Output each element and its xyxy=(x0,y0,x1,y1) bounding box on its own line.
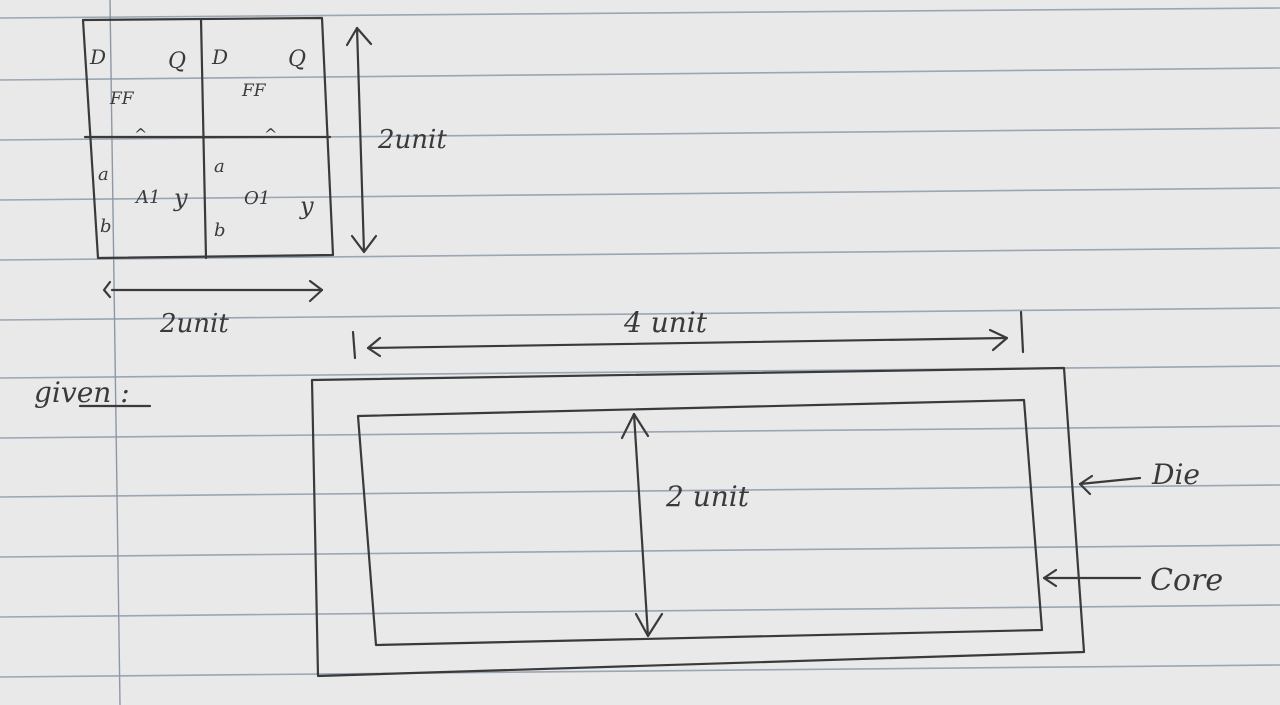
core-callout: Core xyxy=(1042,563,1223,598)
arrowhead-right-icon xyxy=(988,328,1009,352)
core-width-tick-right xyxy=(1019,310,1025,354)
ff-right-clock-symbol: ^ xyxy=(264,125,277,144)
die-callout: Die xyxy=(1078,458,1200,496)
die-boundary xyxy=(310,366,1086,678)
core-boundary xyxy=(356,398,1044,647)
ff-left-name: FF xyxy=(109,89,135,109)
or-gate-a-pin: a xyxy=(214,156,225,177)
and-gate-y-pin: y xyxy=(173,184,188,212)
ff-left-clock-symbol: ^ xyxy=(134,125,147,144)
arrowhead-down-icon xyxy=(350,234,378,254)
ff-left-q-pin: Q xyxy=(168,49,186,74)
or-gate-y-pin: y xyxy=(299,192,314,220)
flip-flop-cell-left: D Q FF ^ xyxy=(89,45,186,144)
core-height-arrow-line xyxy=(632,412,650,638)
and-gate-a-pin: a xyxy=(98,164,109,185)
cell-grid-vertical-divider xyxy=(199,17,208,260)
core-label: Core xyxy=(1150,563,1223,598)
arrowhead-left-icon xyxy=(366,336,382,358)
core-height-label: 2 unit xyxy=(665,480,750,513)
given-heading: given : xyxy=(34,376,152,409)
ff-left-d-pin: D xyxy=(89,45,106,69)
arrowhead-down-icon xyxy=(634,612,664,638)
ff-right-d-pin: D xyxy=(211,45,228,69)
standard-cell-grid xyxy=(81,16,335,260)
or-gate-cell: a b O1 y xyxy=(214,156,314,241)
arrowhead-up-icon xyxy=(620,412,650,440)
arrowhead-up-icon xyxy=(345,26,373,47)
flip-flop-cell-right: D Q FF ^ xyxy=(211,45,306,144)
margin-line xyxy=(109,0,121,705)
core-height-dimension: 2 unit xyxy=(620,412,750,638)
and-gate-b-pin: b xyxy=(100,216,112,237)
core-width-arrow-line xyxy=(366,336,1009,350)
ff-right-q-pin: Q xyxy=(288,47,306,72)
arrowhead-left-icon xyxy=(1042,568,1058,588)
die-pointer-line xyxy=(1078,476,1142,486)
ruled-lines xyxy=(0,7,1280,678)
arrowhead-left-icon xyxy=(1078,474,1094,496)
and-gate-name: A1 xyxy=(134,187,160,208)
and-gate-cell: a b A1 y xyxy=(98,164,188,237)
core-width-dimension: 4 unit xyxy=(351,306,1025,360)
cell-height-arrow-line xyxy=(355,26,366,254)
cell-grid-outline xyxy=(81,16,335,260)
or-gate-name: O1 xyxy=(244,188,270,209)
given-label: given : xyxy=(34,376,130,409)
core-width-label: 4 unit xyxy=(623,306,708,339)
arrowhead-right-icon xyxy=(308,279,324,303)
ff-right-name: FF xyxy=(241,81,267,101)
cell-height-label: 2unit xyxy=(377,125,447,155)
or-gate-b-pin: b xyxy=(214,220,226,241)
cell-width-dimension: 2unit xyxy=(102,279,324,339)
cell-height-dimension: 2unit xyxy=(345,26,447,254)
arrowhead-left-icon xyxy=(102,280,112,299)
die-label: Die xyxy=(1151,458,1200,491)
core-width-tick-left xyxy=(351,330,357,360)
cell-width-label: 2unit xyxy=(159,309,229,339)
